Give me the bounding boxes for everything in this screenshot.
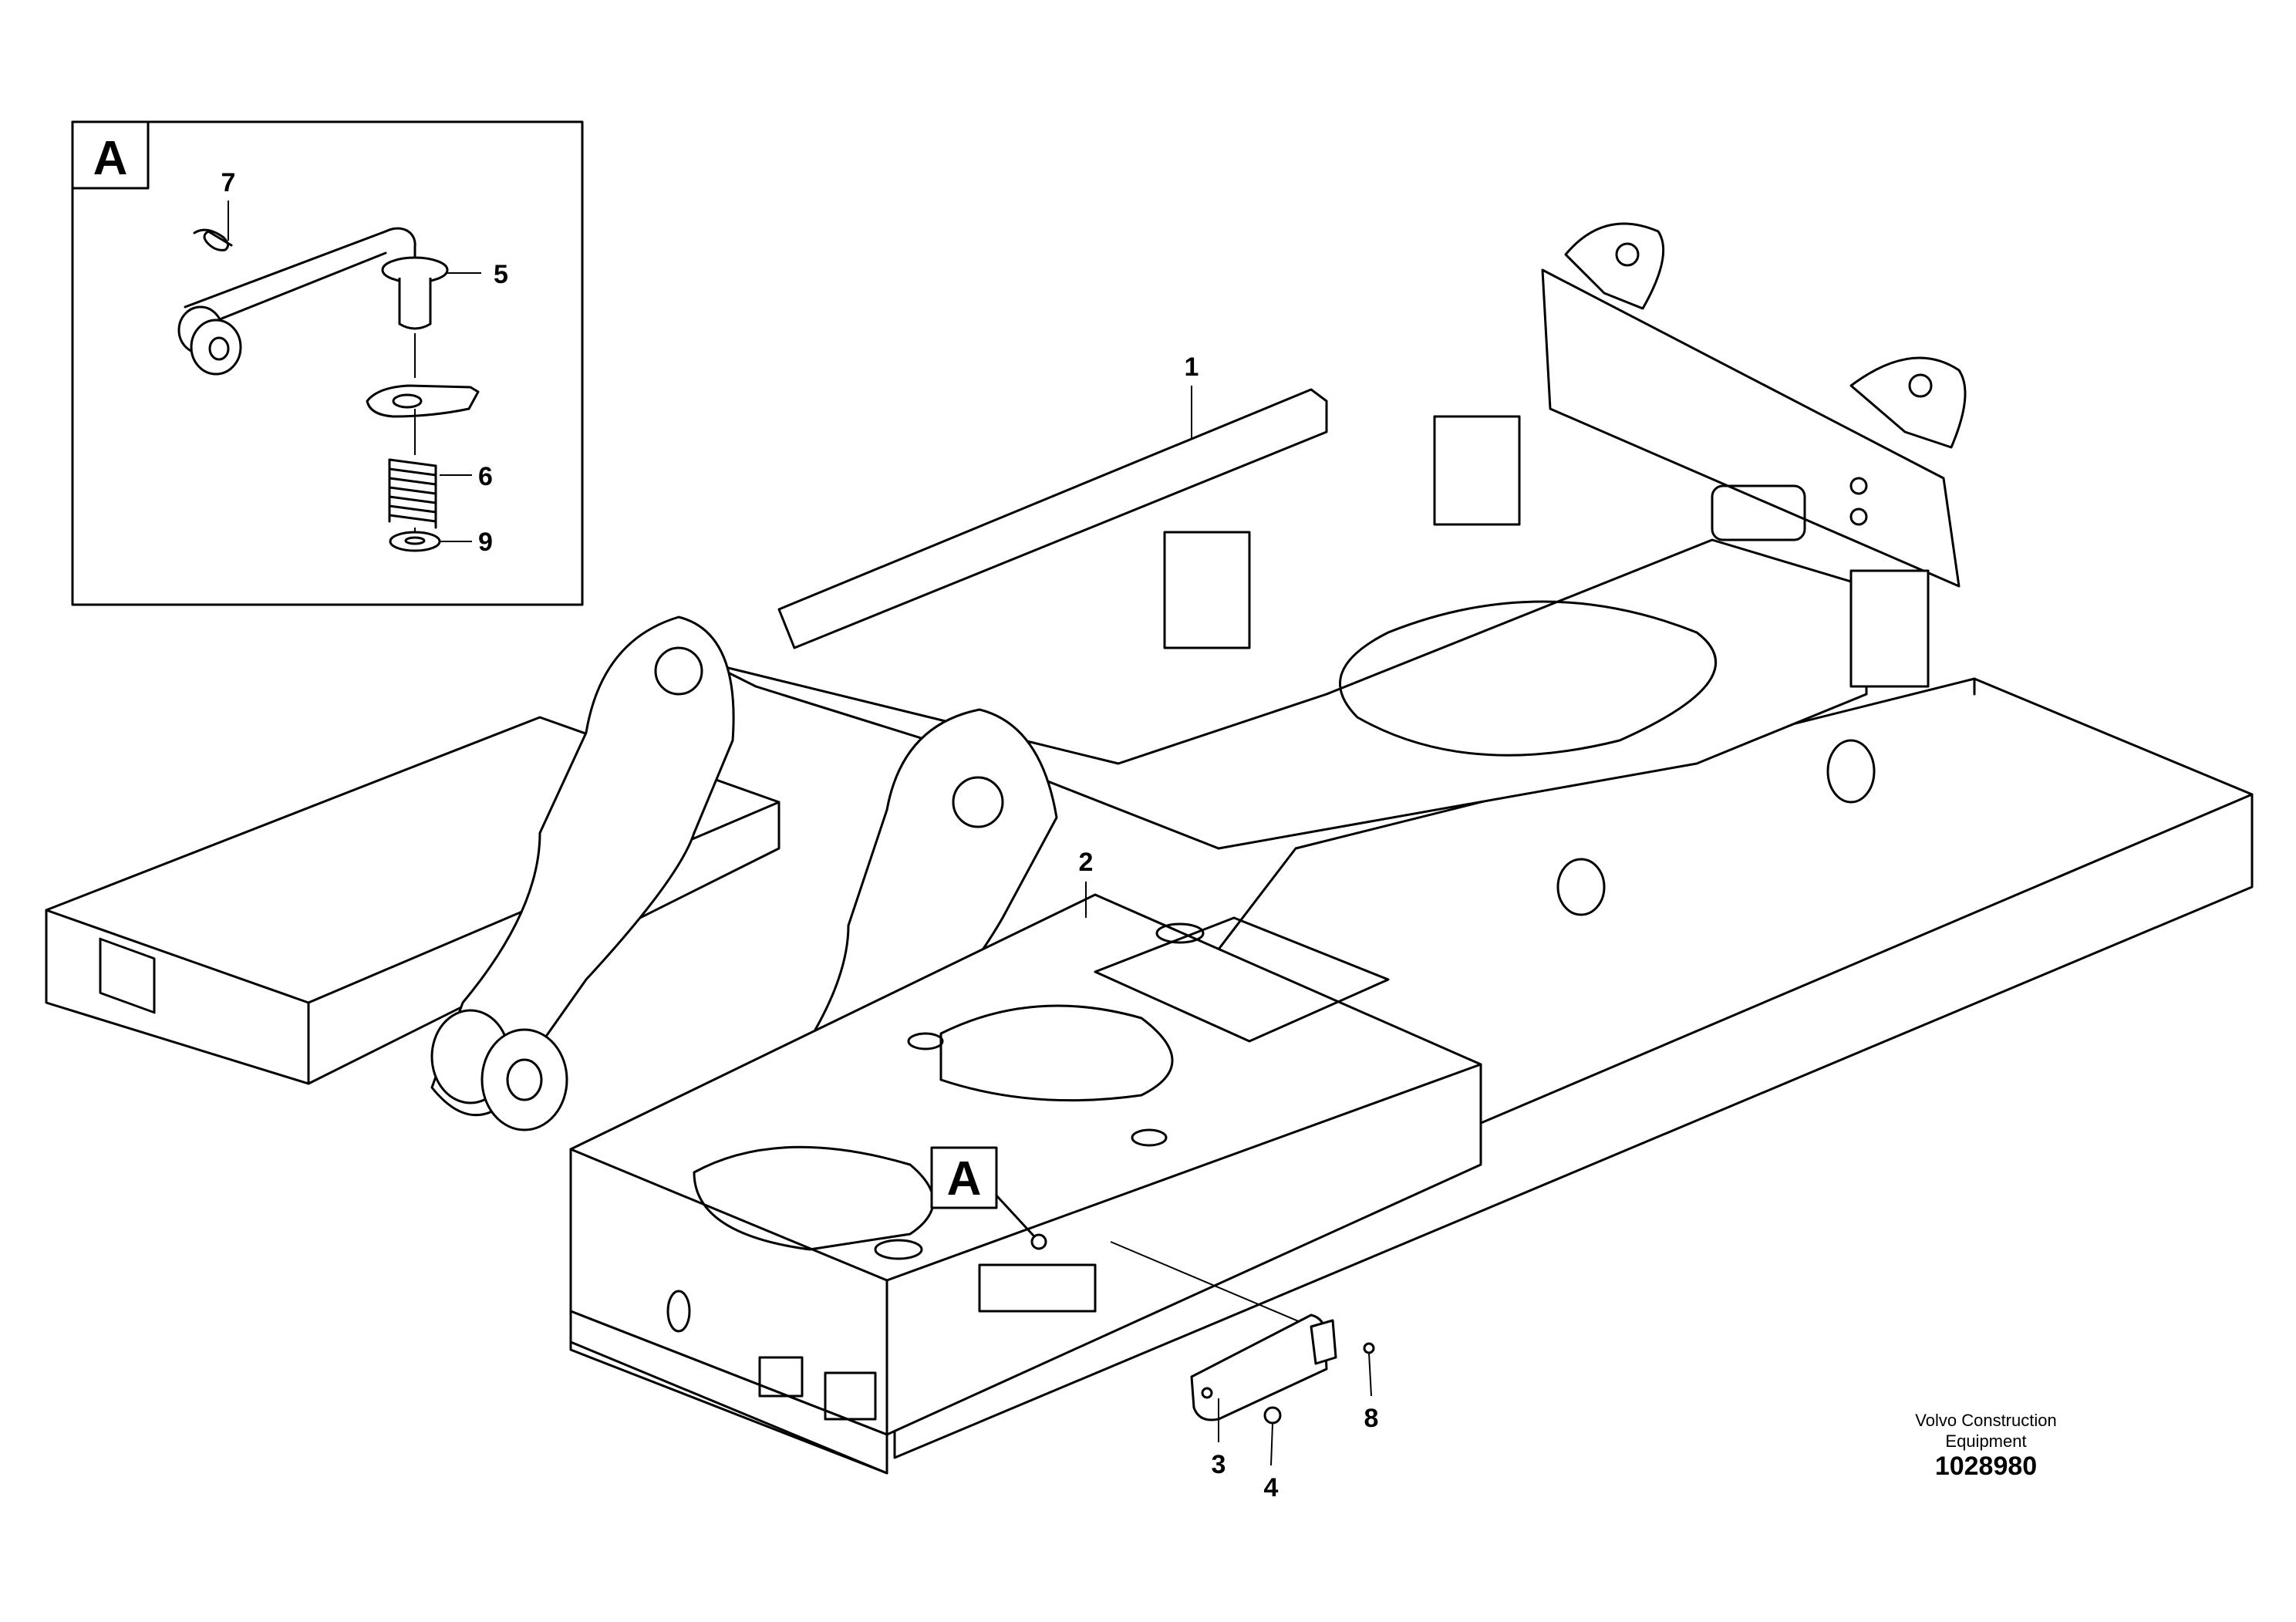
callout-3: 3	[1212, 1450, 1226, 1479]
callout-7: 7	[221, 168, 236, 197]
detail-reference-label: A	[947, 1152, 982, 1206]
detail-view-frame	[71, 120, 584, 606]
callout-6: 6	[478, 462, 493, 491]
upper-frame-drawing	[45, 222, 2254, 1475]
callout-8: 8	[1364, 1404, 1379, 1433]
detail-view-label: A	[93, 132, 128, 185]
front-lower-box	[569, 1233, 888, 1475]
washer-drawing	[389, 531, 441, 552]
callout-5: 5	[494, 260, 508, 289]
rear-frame	[777, 388, 1328, 649]
detail-view-a: A	[71, 120, 584, 606]
callout-9: 9	[478, 528, 493, 557]
detail-view-label-box	[71, 120, 150, 190]
spring-drawing	[388, 458, 437, 537]
callout-2: 2	[1079, 848, 1094, 877]
cover-plate	[1190, 1313, 1328, 1421]
counterweight-bracket	[1541, 222, 1967, 588]
center-ring-frame	[708, 415, 1930, 916]
callout-4: 4	[1264, 1473, 1279, 1502]
callout-1: 1	[1185, 352, 1199, 382]
credit-company: Volvo Construction Equipment	[1915, 1411, 2057, 1451]
clip-drawing	[193, 201, 233, 251]
detail-reference-box	[930, 1146, 998, 1209]
detail-a-reference: A	[930, 1146, 1047, 1250]
cover-plate-assembly	[1110, 1241, 1375, 1466]
plate-drawing	[366, 384, 480, 455]
pin-assembly-drawing	[177, 227, 449, 378]
drawing-number: 1028980	[1934, 1452, 2038, 1481]
